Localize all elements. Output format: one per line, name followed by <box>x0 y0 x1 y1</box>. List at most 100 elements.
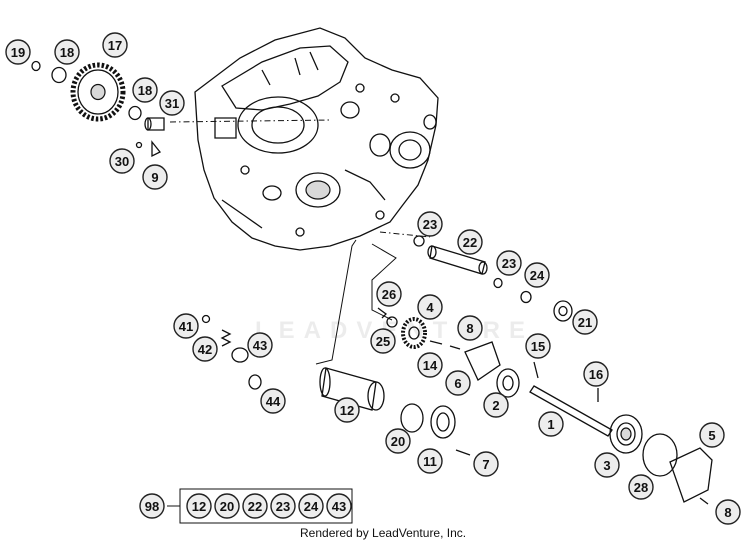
plug-part <box>248 374 262 390</box>
callout-9: 9 <box>142 164 168 190</box>
kit-item-callout: 23 <box>270 493 296 519</box>
svg-text:4: 4 <box>426 300 434 315</box>
callout-22: 22 <box>457 229 483 255</box>
svg-text:43: 43 <box>253 338 267 353</box>
kit-item-callout: 20 <box>214 493 240 519</box>
svg-text:9: 9 <box>151 170 158 185</box>
callout-14: 14 <box>417 352 443 378</box>
ball-part <box>201 314 211 324</box>
sprocket-part <box>70 62 126 122</box>
clip-part <box>151 140 162 158</box>
callout-7: 7 <box>473 451 499 477</box>
svg-text:44: 44 <box>266 394 281 409</box>
washer-part <box>128 105 142 121</box>
kit-item-callout: 24 <box>298 493 324 519</box>
pin-part <box>533 361 539 379</box>
svg-text:31: 31 <box>165 96 179 111</box>
rotor-part <box>496 368 520 398</box>
kit-item-callout: 12 <box>186 493 212 519</box>
svg-text:18: 18 <box>60 45 74 60</box>
callout-2: 2 <box>483 392 509 418</box>
o-ring-part <box>642 433 678 477</box>
pin-part <box>135 141 143 149</box>
callout-25: 25 <box>370 328 396 354</box>
svg-text:42: 42 <box>198 342 212 357</box>
svg-text:19: 19 <box>11 45 25 60</box>
svg-text:25: 25 <box>376 334 390 349</box>
callout-24: 24 <box>524 262 550 288</box>
cover-part <box>669 447 713 503</box>
svg-text:28: 28 <box>634 480 648 495</box>
callout-15: 15 <box>525 333 551 359</box>
callout-42: 42 <box>192 336 218 362</box>
svg-text:23: 23 <box>502 256 516 271</box>
filter-part <box>319 367 385 411</box>
svg-text:20: 20 <box>391 434 405 449</box>
callout-20: 20 <box>385 428 411 454</box>
callout-3: 3 <box>594 452 620 478</box>
reference-line <box>315 239 357 365</box>
svg-text:15: 15 <box>531 339 545 354</box>
callout-16: 16 <box>583 361 609 387</box>
o-ring-part <box>413 235 425 247</box>
callout-23: 23 <box>417 211 443 237</box>
svg-text:1: 1 <box>547 417 554 432</box>
callout-8: 8 <box>715 499 741 525</box>
svg-text:12: 12 <box>340 403 354 418</box>
callout-17: 17 <box>102 32 128 58</box>
callout-41: 41 <box>173 313 199 339</box>
svg-text:11: 11 <box>423 454 437 469</box>
callout-18: 18 <box>132 77 158 103</box>
svg-text:23: 23 <box>423 217 437 232</box>
svg-text:41: 41 <box>179 319 193 334</box>
svg-text:26: 26 <box>382 287 396 302</box>
callout-6: 6 <box>445 370 471 396</box>
callout-31: 31 <box>159 90 185 116</box>
bolt-part <box>455 449 471 456</box>
svg-text:8: 8 <box>466 321 473 336</box>
svg-text:14: 14 <box>423 358 438 373</box>
svg-text:12: 12 <box>192 499 206 514</box>
plug-part <box>553 300 573 322</box>
svg-text:5: 5 <box>708 428 715 443</box>
callout-43: 43 <box>247 332 273 358</box>
callout-4: 4 <box>417 294 443 320</box>
svg-text:17: 17 <box>108 38 122 53</box>
long-shaft-part <box>529 385 613 437</box>
washer-part <box>51 66 67 84</box>
svg-text:22: 22 <box>248 499 262 514</box>
callout-12: 12 <box>334 397 360 423</box>
kit-bracket <box>167 488 353 524</box>
bolt-part <box>699 497 709 505</box>
callout-18: 18 <box>54 39 80 65</box>
o-ring-part <box>400 403 424 433</box>
svg-text:21: 21 <box>578 315 592 330</box>
bearing-part <box>609 414 643 454</box>
gear-part <box>401 317 427 349</box>
kit-item-callout: 22 <box>242 493 268 519</box>
svg-text:23: 23 <box>276 499 290 514</box>
o-ring-part <box>493 277 503 289</box>
svg-text:22: 22 <box>463 235 477 250</box>
engine-crankcase <box>194 27 439 251</box>
circlip-part <box>31 60 41 72</box>
svg-text:24: 24 <box>530 268 545 283</box>
callout-1: 1 <box>538 411 564 437</box>
clip-part <box>377 307 387 319</box>
callout-11: 11 <box>417 448 443 474</box>
svg-text:16: 16 <box>589 367 603 382</box>
bushing-part <box>144 117 165 131</box>
washer-part <box>386 316 398 328</box>
svg-text:7: 7 <box>482 457 489 472</box>
callout-5: 5 <box>699 422 725 448</box>
callout-19: 19 <box>5 39 31 65</box>
callout-30: 30 <box>109 148 135 174</box>
pin-part <box>429 340 443 345</box>
reference-line <box>371 243 397 321</box>
washer-part <box>231 347 249 363</box>
kit-item-callout: 43 <box>326 493 352 519</box>
shaft-part <box>427 245 488 275</box>
svg-text:6: 6 <box>454 376 461 391</box>
